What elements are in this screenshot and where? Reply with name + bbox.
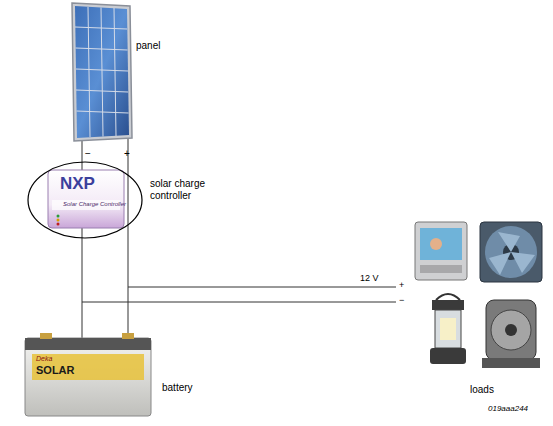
panel-grid: [75, 7, 129, 137]
tv-icon: [415, 222, 467, 280]
wires: [82, 138, 396, 340]
loads-pictures: [415, 222, 542, 368]
voltage-label: 12 V: [360, 273, 379, 284]
led: [57, 223, 60, 226]
panel-frame: [72, 3, 132, 141]
solar-panel: [72, 3, 132, 141]
load-negative-wire: [82, 302, 396, 303]
part-label: panel: [136, 40, 160, 52]
panel-cells: [75, 6, 129, 138]
battery-terminal: [40, 333, 52, 339]
charge-controller: [28, 162, 142, 238]
led: [57, 219, 60, 222]
fan-icon: [480, 222, 542, 282]
controller-body: [48, 170, 124, 228]
polarity-sign: −: [399, 295, 404, 306]
negative-wire: [82, 138, 83, 340]
battery-label-band: [32, 354, 144, 380]
figure-id: 019aaa244: [488, 404, 528, 414]
battery-picture: [25, 333, 151, 416]
battery-body: [25, 338, 151, 416]
led: [57, 215, 60, 218]
part-label: battery: [162, 382, 193, 394]
polarity-sign: −: [85, 148, 91, 160]
brand-text: Deka: [36, 355, 52, 363]
polarity-sign: +: [124, 148, 130, 160]
product-text: Solar Charge Controller: [63, 201, 126, 208]
brand-text: SOLAR: [36, 364, 75, 377]
highlight-ellipse: [28, 162, 142, 238]
battery-terminal: [122, 333, 134, 339]
load-positive-wire: [128, 287, 396, 288]
positive-wire: [128, 138, 129, 340]
polarity-sign: +: [399, 280, 404, 291]
lantern-icon: [430, 294, 466, 364]
logo-text: NXP: [60, 174, 95, 194]
motor-icon: [482, 300, 540, 368]
part-label: loads: [470, 384, 494, 396]
battery-lid: [25, 338, 151, 350]
part-label: solar charge controller: [150, 178, 212, 202]
